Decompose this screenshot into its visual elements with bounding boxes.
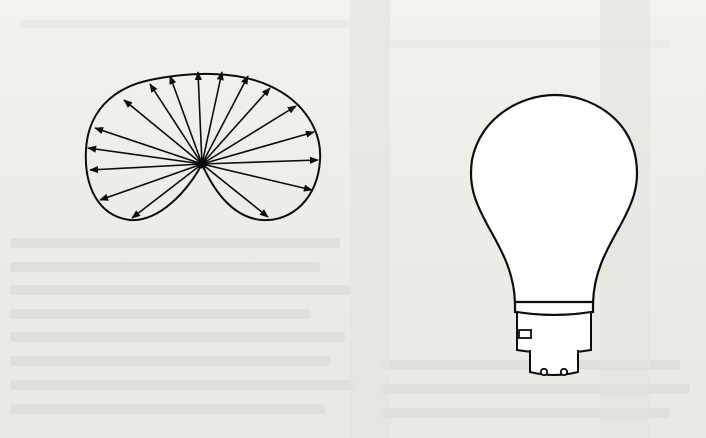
bulb-base [515, 302, 593, 375]
arrow [150, 84, 202, 164]
arrow [202, 132, 314, 164]
light-source-point [198, 160, 207, 169]
arrow [198, 72, 202, 164]
arrow [132, 164, 202, 218]
intensity-envelope [86, 74, 320, 220]
arrow [202, 160, 318, 164]
bulb-glass [471, 95, 637, 303]
arrow [202, 72, 222, 164]
radiation-diagram [86, 72, 320, 220]
bayonet-pin [519, 330, 531, 338]
arrow [202, 106, 296, 164]
arrow [95, 128, 202, 164]
bulb-contact [530, 350, 578, 375]
light-bulb [471, 95, 637, 375]
